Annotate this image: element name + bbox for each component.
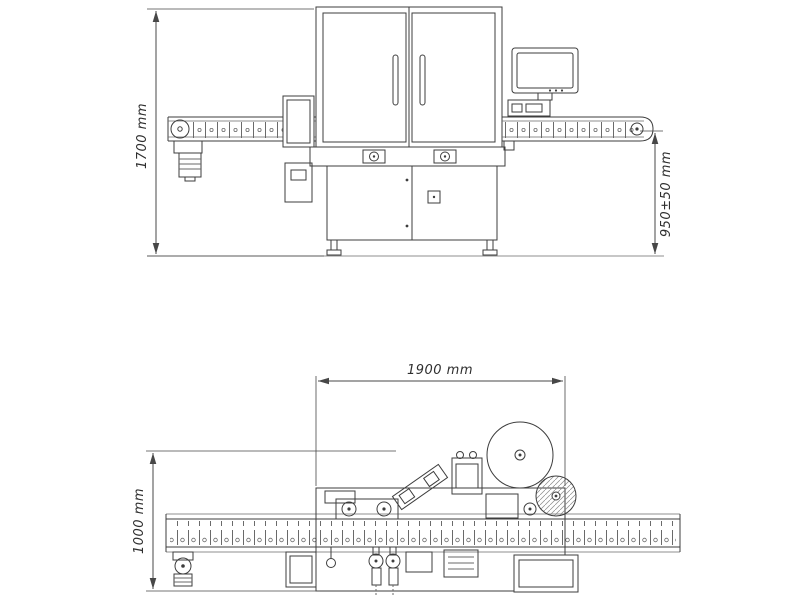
dim-label-working-height: 950±50 mm <box>659 151 674 237</box>
drive-unit <box>324 490 399 520</box>
front-view: 1700 mm 950±50 mm <box>135 6 674 257</box>
electrical-box <box>282 95 315 203</box>
outfeed-conveyor <box>502 116 654 151</box>
mid-tray <box>309 146 506 167</box>
cabinet-door-right <box>411 12 496 143</box>
conveyor-motor <box>173 140 203 182</box>
labeling-head <box>451 451 537 519</box>
control-console <box>507 99 551 117</box>
machine-base-plate <box>315 487 566 592</box>
door-handle-right <box>419 54 426 106</box>
dim-label-overall-depth: 1000 mm <box>132 488 147 554</box>
plan-conveyor-motor <box>172 551 194 587</box>
dim-label-overall-length: 1900 mm <box>407 363 473 378</box>
door-handle-left <box>392 54 399 106</box>
machine-feet <box>326 239 498 256</box>
overall-length-dimension: 1900 mm <box>315 363 566 486</box>
label-reel-large <box>486 421 554 489</box>
plan-view: 1900 mm 1000 mm <box>132 363 681 596</box>
junction-box <box>405 551 433 573</box>
pneumatic-filters <box>326 546 401 596</box>
outfeed-pulley <box>630 122 644 136</box>
hmi-screen <box>516 52 574 89</box>
working-height-dimension: 950±50 mm <box>640 130 674 254</box>
label-reel-small <box>535 475 577 517</box>
overall-depth-dimension: 1000 mm <box>132 450 396 592</box>
cabinet-door-left <box>322 12 407 143</box>
applicator-unit <box>391 463 449 511</box>
infeed-pulley <box>170 119 190 139</box>
hmi-monitor <box>511 47 579 101</box>
base-cabinet <box>326 165 498 241</box>
dim-label-overall-height: 1700 mm <box>135 103 150 169</box>
plan-hmi-monitor <box>513 554 579 593</box>
overall-height-dimension: 1700 mm <box>135 8 324 257</box>
conveyor-plan <box>165 513 681 553</box>
vent-box <box>443 549 479 578</box>
plan-electrical-panel <box>285 551 317 588</box>
upper-cabinet <box>315 6 503 148</box>
